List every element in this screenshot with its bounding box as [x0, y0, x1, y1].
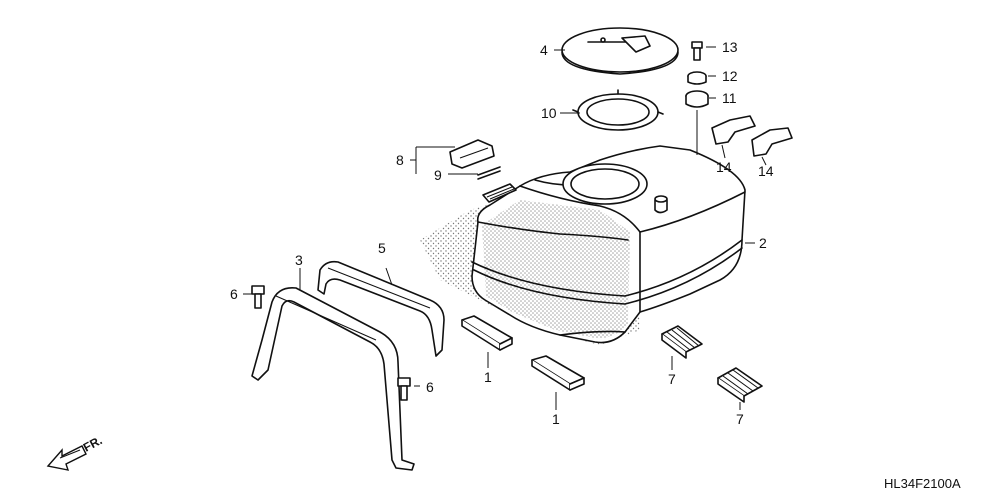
callout-6b: 6 [426, 379, 434, 395]
pad-1a [461, 315, 513, 351]
pad-1b [531, 355, 585, 391]
callout-14b: 14 [758, 163, 774, 179]
bolt-13 [691, 41, 703, 61]
callout-6a: 6 [230, 286, 238, 302]
lock-ring [572, 89, 664, 131]
leader-lines [243, 46, 767, 410]
bolt-6a [251, 285, 265, 309]
callout-10: 10 [541, 105, 557, 121]
callout-5: 5 [378, 240, 386, 256]
cushion-14a [711, 115, 756, 145]
fuel-cap-plate [561, 27, 679, 75]
fuel-tank [420, 145, 746, 345]
front-direction-arrow: FR. [46, 433, 104, 471]
hose-9 [477, 166, 501, 180]
bolt-6b [397, 377, 411, 401]
callout-3: 3 [295, 252, 303, 268]
callout-12: 12 [722, 68, 738, 84]
callout-8: 8 [396, 152, 404, 168]
grommet-11 [685, 90, 709, 108]
ribbed-pad-7a [661, 325, 703, 359]
band-5 [317, 260, 445, 357]
callout-11: 11 [722, 90, 737, 106]
callout-7a: 7 [668, 371, 676, 387]
callout-9: 9 [434, 167, 442, 183]
callout-14a: 14 [716, 159, 732, 175]
callout-13: 13 [722, 39, 738, 55]
vent-cap-8 [449, 139, 495, 169]
washer-12 [687, 71, 707, 85]
callout-4: 4 [540, 42, 548, 58]
callout-1a: 1 [484, 369, 492, 385]
callout-7b: 7 [736, 411, 744, 427]
ribbed-pad-7b [717, 367, 763, 403]
cushion-14b [751, 127, 793, 157]
callout-2: 2 [759, 235, 767, 251]
callout-1b: 1 [552, 411, 560, 427]
part-code: HL34F2100A [884, 476, 961, 491]
band-3 [251, 286, 415, 471]
